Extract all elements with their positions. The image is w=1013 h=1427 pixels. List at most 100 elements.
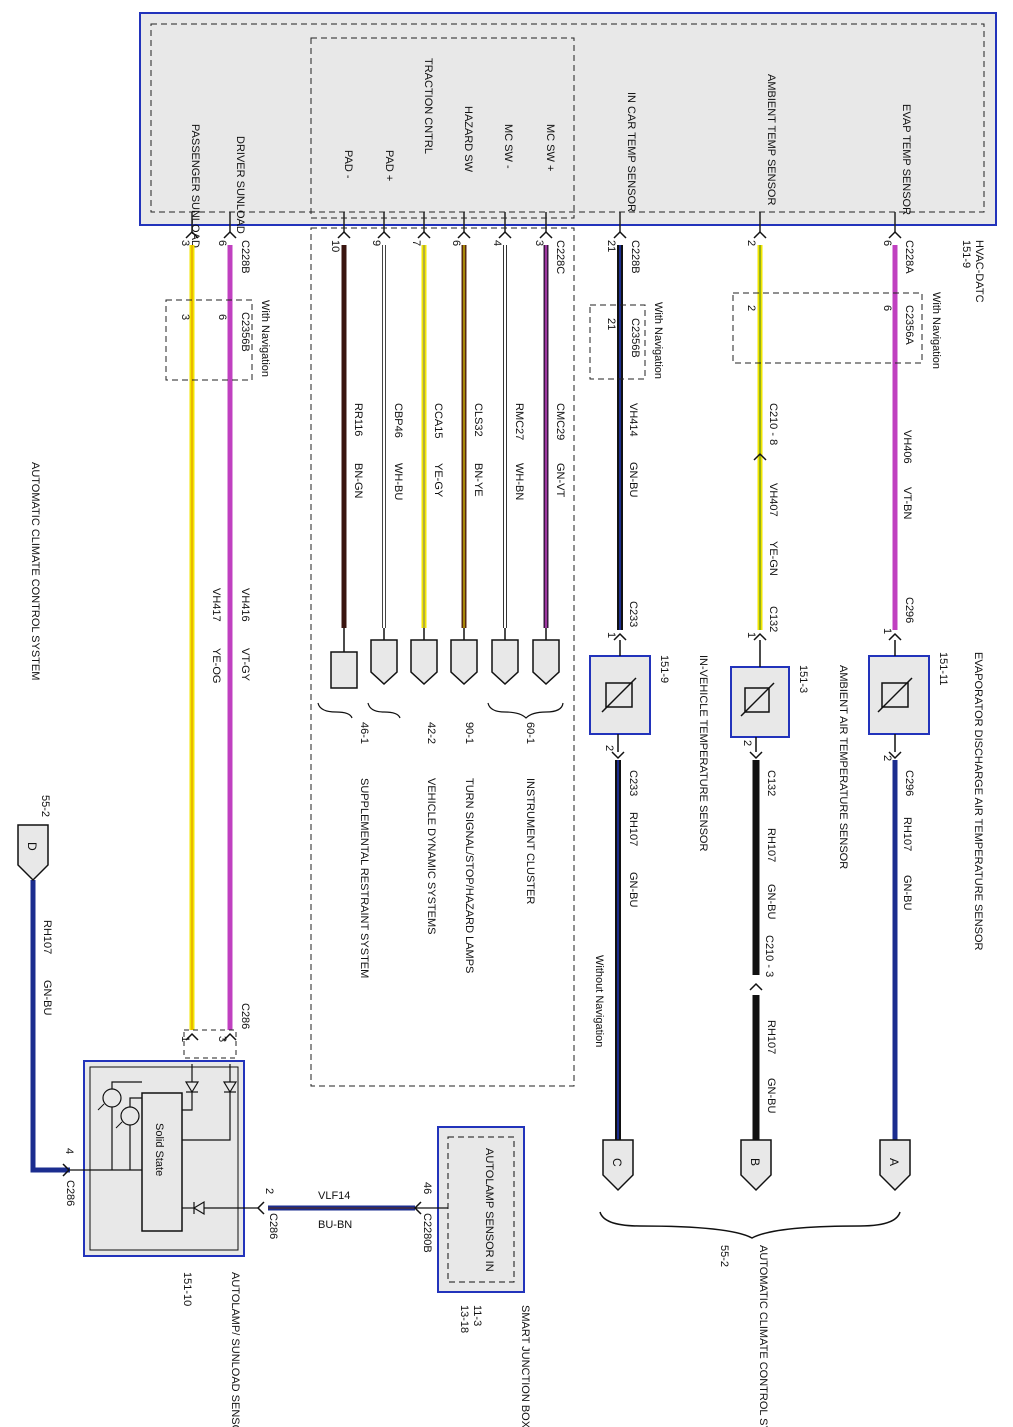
evap-sensor-name: EVAPORATOR DISCHARGE AIR TEMPERATURE SEN… [972, 652, 984, 951]
pin-num-driver: 6 [216, 240, 228, 246]
wire-label-vh416: VH416 [239, 588, 251, 622]
hvac-datc-module [139, 12, 997, 226]
dest-wire-stubs [343, 628, 547, 652]
nav-box-evap-amb [732, 292, 923, 364]
wire-label-gn-vt: GN-VT [554, 463, 566, 498]
wire-label-cls32: CLS32 [472, 403, 484, 437]
wire-label-vh407: VH407 [767, 483, 779, 517]
pin-num-sun-1: 1 [179, 1036, 191, 1042]
wire-label-wh-bn: WH-BN [513, 463, 525, 500]
wire-label-gn-bu-amb-b: GN-BU [765, 1078, 777, 1114]
sunload-input-dashed [183, 1029, 237, 1059]
pin-num-incar: 21 [605, 240, 617, 252]
ref-d: D [25, 842, 39, 851]
connector-chevrons [62, 230, 902, 1215]
wire-label-rmc27: RMC27 [513, 403, 525, 440]
conn-c2356b-sun: C2356B [239, 312, 251, 352]
pin-num-pad-plus: 9 [370, 240, 382, 246]
pin-label-pad-plus: PAD + [383, 150, 395, 181]
wire-label-gn-bu-sun: GN-BU [41, 980, 53, 1016]
pin-num-amb: 2 [745, 240, 757, 246]
incar-sensor-page: 151-9 [658, 655, 670, 683]
sjb-name: SMART JUNCTION BOX (SJB) [519, 1305, 531, 1427]
conn-c210-3: C210 - 3 [763, 935, 775, 977]
ref-connectors [17, 824, 911, 1192]
wire-label-vh417: VH417 [210, 588, 222, 622]
wire-label-ye-gy: YE-GY [432, 463, 444, 498]
acc-system-right: AUTOMATIC CLIMATE CONTROL SYSTEM [757, 1245, 769, 1427]
nav-label-sunload: With Navigation [259, 300, 271, 377]
wire-label-rr116: RR116 [352, 403, 364, 436]
conn-c233-bot: C233 [627, 770, 639, 796]
ref-a: A [887, 1158, 901, 1166]
switch-group-dashed-box [310, 227, 575, 1087]
solid-state-label: Solid State [153, 1123, 165, 1176]
wire-label-ye-gn: YE-GN [767, 541, 779, 576]
dest-ic-page: 60-1 [524, 722, 536, 744]
dest-srs-page: 46-1 [358, 722, 370, 744]
module-pin-ticks [191, 212, 896, 232]
wire-label-vh406: VH406 [901, 430, 913, 464]
dest-ic-name: INSTRUMENT CLUSTER [524, 778, 536, 904]
nav-box-incar [589, 304, 646, 380]
module-page: 151-9 [960, 240, 972, 268]
wire-label-cmc29: CMC29 [554, 403, 566, 440]
dest-connectors [330, 639, 560, 689]
sjb-pin-label: AUTOLAMP SENSOR IN [483, 1148, 495, 1272]
pin-num-amb-2: 2 [741, 740, 753, 746]
wire-label-ye-og: YE-OG [210, 648, 222, 683]
page-title: AUTOMATIC CLIMATE CONTROL SYSTEM [29, 462, 41, 680]
conn-c2356b-incar: C2356B [629, 318, 641, 358]
wire-label-gn-bu-incar: GN-BU [627, 462, 639, 498]
ambient-sensor-page: 151-3 [797, 665, 809, 693]
incar-sensor: IN-VEHICLE TEMPERATURE SENSOR 151-9 [589, 640, 709, 851]
sjb-module: AUTOLAMP SENSOR IN SMART JUNCTION BOX (S… [415, 1126, 531, 1427]
dest-turn-page: 90-1 [463, 722, 475, 744]
module-switch-group-dashed [310, 37, 575, 219]
wire-label-cbp46: CBP46 [392, 403, 404, 438]
pin-num-mc-minus: 4 [491, 240, 503, 246]
pin-num-evap: 6 [881, 240, 893, 246]
conn-c286-left: C286 [64, 1180, 76, 1206]
pin-num-pad-minus: 10 [329, 240, 341, 252]
sunload-sensor: Solid State AUTOLAMP/ SUNLOAD SENSOR 151… [70, 1060, 258, 1427]
pin-label-evap: EVAP TEMP SENSOR [900, 104, 912, 215]
sjb-page-2: 13-18 [458, 1305, 470, 1333]
pin-num-incar-2: 2 [603, 745, 615, 751]
pin-num-traction: 7 [410, 240, 422, 246]
dest-vds-name: VEHICLE DYNAMIC SYSTEMS [425, 778, 437, 934]
conn-c296-top: C296 [903, 597, 915, 623]
pin-num-hazard: 6 [450, 240, 462, 246]
conn-c2280b: C2280B [421, 1213, 433, 1253]
wire-label-bn-ye: BN-YE [472, 463, 484, 497]
ref-b: B [748, 1158, 762, 1166]
pin-label-passenger: PASSENGER SUNLOAD [189, 124, 201, 248]
wire-label-gn-bu-evap: GN-BU [901, 875, 913, 911]
wire-label-bn-gn: BN-GN [352, 463, 364, 499]
wire-label-rh107-amb-b: RH107 [765, 1020, 777, 1054]
pin-num-sun-4: 4 [63, 1148, 75, 1154]
pin-num-sjb-46: 46 [421, 1182, 433, 1194]
pin-num-incar-1: 1 [605, 632, 617, 638]
wire-label-gn-bu-incar-b: GN-BU [627, 872, 639, 908]
conn-c296-bot: C296 [903, 770, 915, 796]
without-nav-label: Without Navigation [593, 955, 605, 1047]
pin-num-passenger: 3 [179, 240, 191, 246]
conn-c228b-sun: C228B [239, 240, 251, 274]
conn-c2356a: C2356A [903, 305, 915, 345]
pin-num-evap-1: 1 [881, 628, 893, 634]
nav-pin-driver-6: 6 [216, 314, 228, 320]
pin-num-evap-2: 2 [881, 755, 893, 761]
evap-sensor-page: 151-11 [937, 652, 949, 685]
pin-label-ambient: AMBIENT TEMP SENSOR [765, 74, 777, 205]
conn-c132-top: C132 [767, 606, 779, 632]
pin-num-mc-plus: 3 [533, 240, 545, 246]
wire-label-gn-bu-amb-a: GN-BU [765, 884, 777, 920]
evap-sensor: EVAPORATOR DISCHARGE AIR TEMPERATURE SEN… [868, 640, 984, 951]
pin-label-traction: TRACTION CNTRL [422, 58, 434, 154]
nav-label-evap: With Navigation [930, 292, 942, 369]
sjb-page-1: 11-3 [471, 1305, 483, 1326]
pin-label-pad-minus: PAD - [342, 150, 354, 179]
pin-num-sun-3: 3 [216, 1036, 228, 1042]
